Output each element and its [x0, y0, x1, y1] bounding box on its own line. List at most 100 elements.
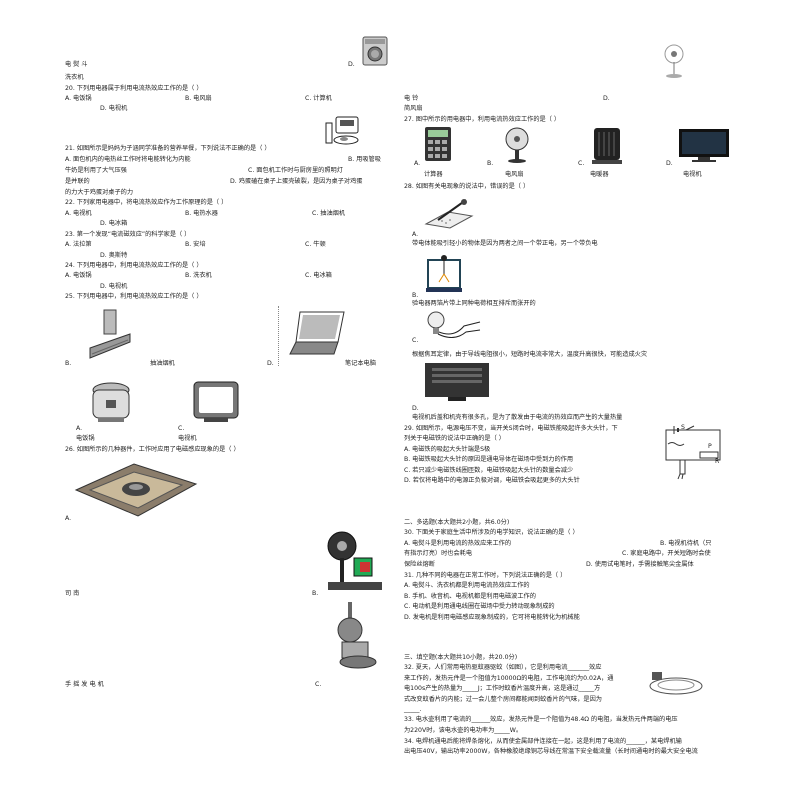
q31-stem: 31. 几种不同的电器在正常工作时，下列说法正确的是（ ） — [404, 572, 567, 579]
q29-stem: 29. 如图所示，电源电压不变，当开关S闭合时，电磁铁能吸起许多大头针，下 — [404, 425, 618, 432]
q19-option-d-label: 洗衣机 — [65, 74, 84, 81]
washing-machine-icon — [362, 36, 388, 66]
q26-option-b-label: 司 南 — [65, 590, 80, 597]
q28-option-c-marker: C. — [412, 337, 419, 344]
q28-option-d-text: 电视机后盖和机壳有很多孔，是为了散发由于电流的热效应而产生的大量热量 — [412, 414, 623, 421]
section-2-title: 二、多选题(本大题共2小题，共6.0分) — [404, 519, 510, 526]
q33-line-1: 33. 电水壶利用了电流的______效应，发热元件是一个阻值为48.4Ω 的电… — [404, 716, 678, 723]
q21-option-d: D. 鸡蛋磕在桌子上蛋壳破裂，是因为桌子对鸡蛋 — [230, 178, 363, 185]
q30-option-c-cont: 保险丝熔断 — [404, 561, 435, 568]
q22-option-c: C. 抽油烟机 — [312, 210, 346, 217]
q24-stem: 24. 下列用电器中，利用电流热效应工作的是（ ） — [65, 262, 203, 269]
q27-stem: 27. 图中所示的用电器中，利用电流热效应工作的是（ ） — [404, 116, 561, 123]
q24-option-d: D. 电视机 — [100, 283, 128, 290]
electric-fan-icon — [505, 127, 529, 163]
q20-option-b: B. 电风扇 — [185, 95, 212, 102]
q26-stem: 26. 如图所示的几种器件，工作时应用了电磁感应现象的是（ ） — [65, 446, 240, 453]
circuit-label-s: S — [681, 424, 685, 431]
q27-option-d-label: 电视机 — [683, 171, 702, 178]
q21-option-b: B. 用吸管吸 — [348, 156, 381, 163]
q19b-option-d-marker: D. — [603, 95, 610, 102]
electromagnet-circuit-diagram — [660, 424, 730, 480]
q25-option-b-marker: B. — [65, 360, 72, 367]
charged-rod-icon — [424, 199, 474, 229]
q32-line-1: 32. 夏天，人们常用电热驱蚊器驱蚊（如图），它是利用电流_______效应 — [404, 664, 602, 671]
q20-stem: 20. 下列用电器属于利用电流热效应工作的是（ ） — [65, 85, 203, 92]
q26-option-b-marker: B. — [312, 590, 319, 597]
q24-option-c: C. 电冰箱 — [305, 272, 332, 279]
compass-board-icon — [74, 463, 198, 517]
q31-option-d: D. 发电机是利用电磁感应现象制成的，它可将电能转化为机械能 — [404, 614, 580, 621]
television-icon — [679, 129, 729, 162]
q21-option-c: C. 面包机工作时与厨房里的照明灯 — [248, 167, 343, 174]
q25-option-a-marker: A. — [76, 425, 83, 432]
q22-stem: 22. 下列家用电器中，将电流热效应作为工作原理的是（ ） — [65, 199, 228, 206]
range-hood-icon — [89, 309, 131, 359]
q30-stem: 30. 下面关于家庭生活中所涉及的电学知识，说法正确的是（ ） — [404, 529, 579, 536]
q25-option-d-marker: D. — [267, 360, 274, 367]
q28-option-a-marker: A. — [412, 231, 419, 238]
heater-icon — [592, 128, 622, 164]
rice-cooker-icon — [92, 382, 130, 422]
q19-option-d-marker: D. — [348, 61, 355, 68]
q27-option-d-marker: D. — [666, 160, 673, 167]
hand-generator-image — [324, 528, 384, 594]
q20-option-c: C. 计算机 — [305, 95, 332, 102]
q24-option-a: A. 电饭锅 — [65, 272, 92, 279]
electric-fan-image — [503, 126, 531, 164]
q21-option-a: A. 面包机内的电热丝工作时将电能转化为内能 — [65, 156, 191, 163]
q25-option-c-marker: C. — [178, 425, 185, 432]
q32-line-3: 电100s产生的热量为_____J；工作时蚊香片温度升高，这是通过_____方 — [404, 685, 601, 692]
q21-option-b-cont: 牛奶是利用了大气压强 — [65, 167, 127, 174]
q23-option-c: C. 牛顿 — [305, 241, 326, 248]
q24-option-b: B. 洗衣机 — [185, 272, 212, 279]
range-hood-image — [86, 308, 134, 360]
electric-bell-image — [334, 600, 380, 670]
mosquito-repellent-image — [646, 668, 706, 698]
q31-option-a: A. 电熨斗、洗衣机都是利用电流热效应工作的 — [404, 582, 530, 589]
q27-option-b-label: 电风扇 — [505, 171, 524, 178]
q19b-option-d-label: 简风扇 — [404, 105, 423, 112]
q30-option-b-cont: 有指示灯亮）时也会耗电 — [404, 550, 473, 557]
q31-option-c: C. 电动机是利用通电线圈在磁场中受力转动现象制成的 — [404, 603, 555, 610]
electric-bell-icon — [337, 602, 377, 669]
electroscope-icon — [426, 255, 462, 292]
q32-line-4: 式改变蚊香片的内能；过一会儿整个房间都能闻到蚊香片的气味，是因为 — [404, 696, 602, 703]
q34-line-2: 出电压40V，输出功率2000W，各种橡胶绝缘铜芯导线在常温下安全载流量（长时间… — [404, 748, 698, 755]
q30-option-d: D. 使用试电笔时，手需接触笔尖金属体 — [586, 561, 694, 568]
q26-option-c-label: 手 摇 发 电 机 — [65, 681, 104, 688]
tv-back-image — [424, 362, 490, 402]
calculator-image — [424, 126, 452, 162]
tv-back-icon — [425, 363, 489, 401]
q22-option-a: A. 电视机 — [65, 210, 92, 217]
q19-option-c-label: 电 熨 斗 — [65, 61, 88, 68]
q20-option-d: D. 电视机 — [100, 105, 128, 112]
q25-option-d-label: 笔记本电脑 — [345, 360, 376, 367]
calculator-icon — [425, 127, 451, 161]
q23-stem: 23. 第一个发现“电流磁效应”的科学家是（ ） — [65, 231, 191, 238]
q25-option-b-label: 抽油烟机 — [150, 360, 175, 367]
q25-stem: 25. 下列用电器中，利用电流热效应工作的是（ ） — [65, 293, 203, 300]
q34-line-1: 34. 电焊机通电后能将焊条熔化，从而使金属部件连接在一起，这是利用了电流的__… — [404, 738, 682, 745]
q22-option-d: D. 电冰箱 — [100, 220, 128, 227]
q23-option-b: B. 安培 — [185, 241, 206, 248]
section-3-title: 三、填空题(本大题共10小题，共20.0分) — [404, 654, 518, 661]
q27-option-b-marker: B. — [487, 160, 494, 167]
hand-generator-icon — [327, 531, 382, 590]
compass-board-image — [74, 460, 198, 518]
washing-machine-image — [362, 36, 388, 66]
circuit-label-p: P — [708, 443, 712, 450]
q29-option-a: A. 电磁铁的吸起大头针端是S极 — [404, 446, 491, 453]
short-circuit-image — [424, 308, 484, 338]
q29-stem-cont: 列关于电磁铁的说法中正确的是（ ） — [404, 435, 505, 442]
q22-option-b: B. 电热水器 — [185, 210, 218, 217]
q25-option-c-label: 电视机 — [178, 435, 197, 442]
laptop-icon — [289, 311, 345, 355]
q21-option-d-cont: 的力大于鸡蛋对桌子的力 — [65, 189, 134, 196]
q32-line-2: 来工作的，发热元件是一个阻值为10000Ω的电阻，工作电流约为0.02A，通 — [404, 675, 614, 682]
dotted-divider — [278, 306, 280, 366]
breakfast-image — [322, 113, 362, 147]
q28-option-b-text: 验电器两箔片带上同种电荷相互排斥而张开的 — [412, 300, 536, 307]
q29-option-b: B. 电磁铁吸起大头针的原因是通电导体在磁场中受到力的作用 — [404, 456, 574, 463]
breakfast-icon — [325, 116, 359, 145]
